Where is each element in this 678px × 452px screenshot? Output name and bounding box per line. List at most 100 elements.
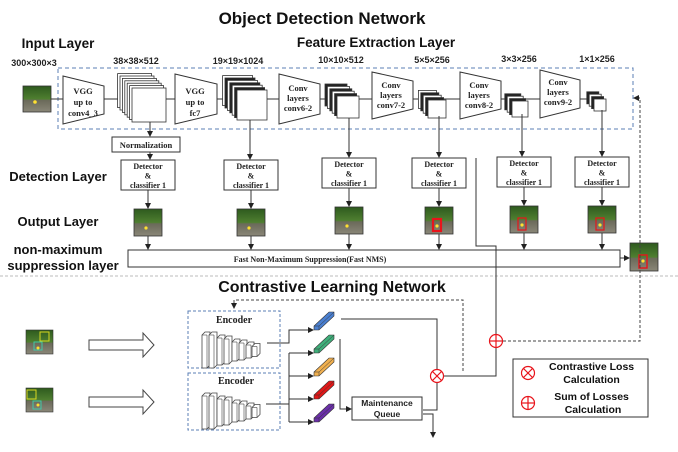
vector-edge bbox=[314, 311, 335, 330]
normalization-box: Normalization bbox=[111, 136, 181, 153]
detector-line: Detector bbox=[587, 159, 617, 168]
encoder-box-1 bbox=[187, 310, 281, 369]
block-line: up to bbox=[74, 97, 93, 107]
detector-line: & bbox=[248, 172, 255, 181]
queue-line: Maintenance bbox=[361, 398, 413, 408]
block-line: conv8-2 bbox=[465, 100, 493, 110]
block-line: layers bbox=[380, 90, 402, 100]
legend-sum-icon bbox=[520, 395, 536, 411]
svg-text:Detector&classifier 1: Detector&classifier 1 bbox=[421, 160, 457, 188]
block-line: VGG bbox=[185, 86, 205, 96]
detector-line: Detector bbox=[424, 160, 454, 169]
target-dot bbox=[345, 224, 349, 228]
embedding-vectors bbox=[313, 311, 335, 423]
block-line: fc7 bbox=[190, 108, 202, 118]
output-image bbox=[587, 205, 617, 250]
detector-frame bbox=[120, 159, 176, 191]
output-image bbox=[334, 206, 364, 250]
nms-box: Fast Non-Maximum Suppression(Fast NMS) bbox=[127, 249, 621, 268]
block-line: layers bbox=[287, 93, 309, 103]
contrastive-loss-node bbox=[429, 368, 445, 384]
hollow-arrow-1 bbox=[88, 331, 155, 359]
target-dot bbox=[144, 226, 148, 230]
connector bbox=[339, 339, 352, 412]
encoder-slab bbox=[223, 335, 233, 365]
svg-text:Detector&classifier 1: Detector&classifier 1 bbox=[233, 162, 269, 190]
encoder-label-2: Encoder bbox=[218, 376, 255, 387]
connector bbox=[443, 348, 497, 377]
input-layer-label: Input Layer bbox=[22, 36, 96, 51]
detector-line: classifier 1 bbox=[421, 179, 457, 188]
output-image-frame bbox=[509, 205, 539, 234]
main-title: Object Detection Network bbox=[219, 9, 426, 28]
dim-label: 1×1×256 bbox=[579, 54, 615, 64]
vector-edge bbox=[314, 334, 335, 353]
connector bbox=[341, 318, 438, 370]
bounding-box bbox=[595, 217, 605, 231]
detector-box: Detector&classifier 1 bbox=[496, 156, 552, 206]
feature-map-stack bbox=[586, 91, 607, 112]
encoder-slab bbox=[251, 404, 261, 418]
feature-map-stack bbox=[504, 93, 529, 118]
dim-label: 19×19×1024 bbox=[213, 56, 264, 66]
feature-map-stacks bbox=[117, 73, 607, 123]
block-line: conv6-2 bbox=[284, 103, 312, 113]
dim-label: 10×10×512 bbox=[318, 55, 364, 65]
output-image-frame bbox=[133, 208, 163, 237]
output-layer-label: Output Layer bbox=[18, 214, 99, 229]
legend: Contrastive Loss Calculation Sum of Loss… bbox=[512, 358, 649, 418]
output-image bbox=[236, 208, 266, 250]
block-line: layers bbox=[468, 90, 490, 100]
detector-line: & bbox=[599, 169, 606, 178]
bounding-box bbox=[517, 217, 527, 231]
block-line: conv9-2 bbox=[544, 97, 572, 107]
detector-box: Detector&classifier 1 bbox=[321, 157, 377, 207]
svg-text:Contrastive Loss Calcula: Contrastive Loss Calculation Sum of Loss… bbox=[549, 361, 637, 416]
target-dot bbox=[520, 223, 524, 227]
legend-contrastive-icon bbox=[520, 365, 536, 381]
vector-edge bbox=[314, 380, 335, 399]
encoder-layers bbox=[201, 331, 261, 430]
feature-title: Feature Extraction Layer bbox=[297, 35, 456, 50]
input-crop-2 bbox=[25, 387, 54, 413]
dim-label: 3×3×256 bbox=[501, 54, 537, 64]
detector-line: Detector bbox=[334, 160, 364, 169]
detector-box: Detector&classifier 1 bbox=[120, 159, 176, 209]
detector-line: classifier 1 bbox=[130, 181, 166, 190]
block-line: Conv bbox=[469, 80, 489, 90]
connector bbox=[423, 413, 436, 438]
sum-of-losses-node bbox=[488, 333, 504, 349]
hollow-arrow-2 bbox=[88, 388, 155, 416]
output-image-frame bbox=[587, 205, 617, 234]
detector-box: Detector&classifier 1 bbox=[223, 159, 279, 209]
svg-text:Detector&classifier 1: Detector&classifier 1 bbox=[130, 162, 166, 190]
output-image bbox=[133, 208, 163, 250]
feature-map-stack bbox=[324, 83, 360, 119]
output-image bbox=[424, 206, 454, 250]
feature-map-layer bbox=[593, 98, 607, 112]
feature-map-layer bbox=[236, 89, 268, 121]
feedback-dashed-right bbox=[503, 95, 641, 342]
dim-label: 300×300×3 bbox=[11, 58, 57, 68]
loss-connectors bbox=[339, 158, 497, 438]
feature-map-layer bbox=[336, 95, 360, 119]
nms-layer-label-2: suppression layer bbox=[7, 258, 118, 273]
svg-text:Detector&classifier 1: Detector&classifier 1 bbox=[506, 159, 542, 187]
detector-box: Detector&classifier 1 bbox=[411, 157, 467, 207]
vector-edge bbox=[314, 357, 335, 376]
detector-frame bbox=[411, 157, 467, 189]
detector-line: & bbox=[346, 170, 353, 179]
legend-text: Calculation bbox=[563, 374, 620, 386]
detector-line: & bbox=[145, 172, 152, 181]
legend-text: Sum of Losses bbox=[554, 391, 629, 403]
feature-map-stack bbox=[417, 90, 447, 119]
